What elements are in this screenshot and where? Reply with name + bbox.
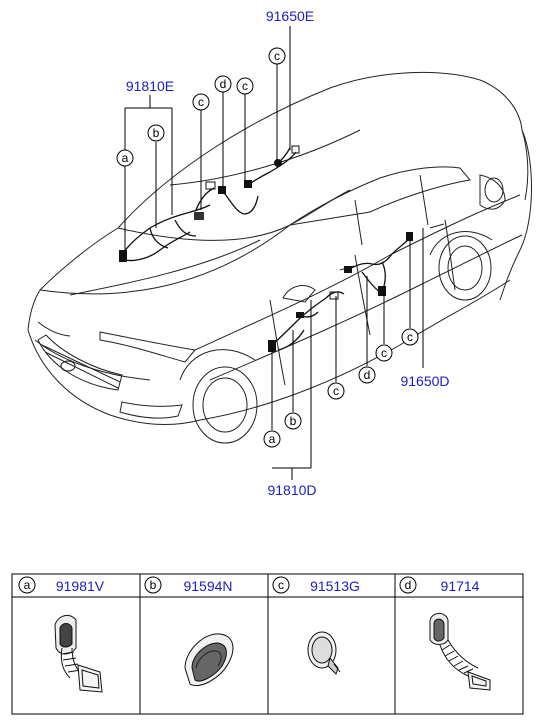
svg-text:91594N: 91594N bbox=[183, 578, 232, 594]
svg-text:c: c bbox=[407, 330, 413, 344]
svg-text:91981V: 91981V bbox=[56, 578, 105, 594]
svg-text:a: a bbox=[24, 578, 31, 592]
svg-text:d: d bbox=[220, 77, 227, 91]
svg-text:a: a bbox=[122, 151, 129, 165]
rear-door-harness bbox=[344, 232, 413, 296]
callout-d-lower: d bbox=[358, 366, 376, 384]
callout-c-top: c bbox=[268, 47, 286, 65]
legend-header-c: c 91513G bbox=[272, 576, 360, 594]
svg-text:c: c bbox=[198, 95, 204, 109]
svg-text:a: a bbox=[269, 432, 276, 446]
svg-text:d: d bbox=[405, 578, 412, 592]
part-label-91810E: 91810E bbox=[126, 78, 174, 94]
legend-header-b: b 91594N bbox=[144, 576, 233, 594]
callout-c-top-left: c bbox=[192, 93, 210, 111]
svg-text:c: c bbox=[274, 49, 280, 63]
legend-table: a 91981V b 91594N c 91513G d 91714 bbox=[11, 573, 524, 715]
callout-a-lower: a bbox=[263, 430, 281, 448]
svg-text:b: b bbox=[153, 126, 160, 140]
callout-a-upper: a bbox=[116, 149, 134, 167]
svg-text:c: c bbox=[278, 578, 284, 592]
car-illustration bbox=[27, 71, 532, 444]
part-b-illustration bbox=[184, 633, 234, 686]
leader-lines bbox=[124, 26, 424, 480]
legend-header-d: d 91714 bbox=[399, 576, 480, 594]
svg-text:91714: 91714 bbox=[441, 578, 480, 594]
svg-text:b: b bbox=[150, 578, 157, 592]
svg-text:b: b bbox=[290, 414, 297, 428]
roof-harness bbox=[218, 145, 300, 215]
svg-text:91513G: 91513G bbox=[310, 578, 360, 594]
callout-b-lower: b bbox=[284, 412, 302, 430]
svg-text:d: d bbox=[364, 368, 371, 382]
callout-c-lower: c bbox=[327, 382, 345, 400]
part-label-91810D: 91810D bbox=[267, 482, 316, 498]
part-label-91650E: 91650E bbox=[266, 8, 314, 24]
part-label-91650D: 91650D bbox=[400, 373, 449, 389]
callout-c-lower-2: c bbox=[375, 344, 393, 362]
legend-header-a: a 91981V bbox=[18, 576, 105, 594]
svg-text:c: c bbox=[333, 384, 339, 398]
part-d-illustration bbox=[429, 613, 491, 691]
callout-c-top-center: c bbox=[236, 77, 254, 95]
svg-text:c: c bbox=[381, 346, 387, 360]
callout-c-right: c bbox=[401, 328, 419, 346]
callout-d-top: d bbox=[214, 75, 232, 93]
callouts: c c d c b a c c d c b a bbox=[116, 47, 419, 448]
callout-b-upper: b bbox=[147, 124, 165, 142]
front-door-harness-upper bbox=[119, 181, 216, 262]
part-c-illustration bbox=[307, 631, 341, 675]
part-a-illustration bbox=[54, 614, 103, 693]
svg-text:c: c bbox=[242, 79, 248, 93]
